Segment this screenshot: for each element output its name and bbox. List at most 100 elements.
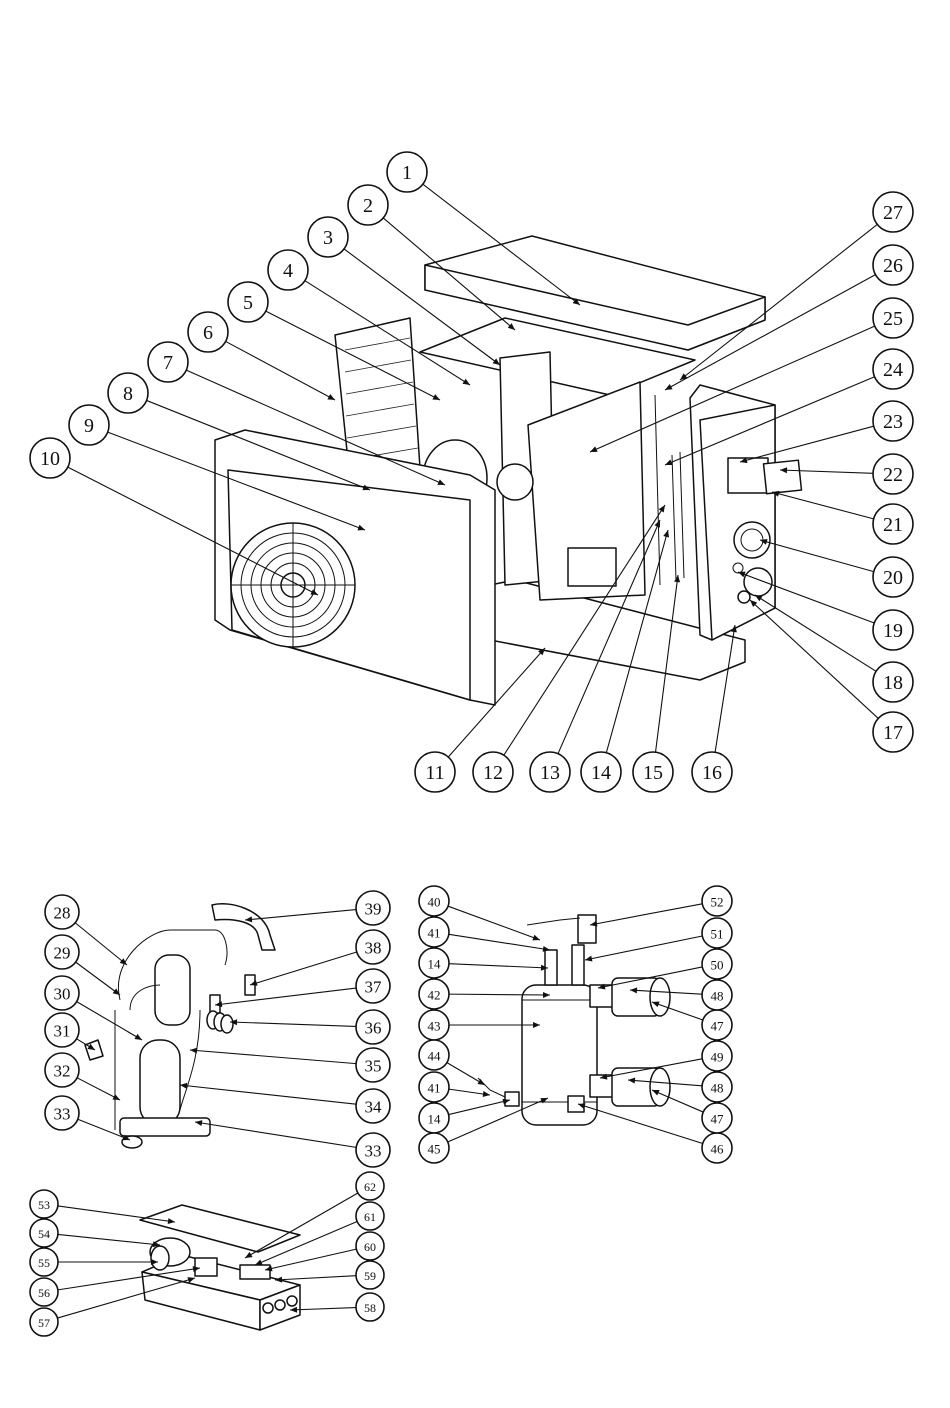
leader-line [275, 1276, 356, 1280]
leader-line [77, 1078, 120, 1100]
callout-1: 1 [387, 152, 427, 192]
callout-21: 21 [873, 504, 913, 544]
callout-number: 47 [711, 1112, 725, 1127]
leader-line [76, 962, 120, 995]
callout-number: 38 [365, 939, 382, 958]
callout-20: 20 [873, 557, 913, 597]
controller-box [728, 458, 768, 493]
side-panel-front [700, 405, 775, 640]
callout-number: 2 [363, 195, 373, 217]
callout-16: 16 [692, 752, 732, 792]
leader-line [245, 910, 356, 920]
callout-number: 22 [883, 464, 903, 486]
capacitor-55 [151, 1246, 169, 1270]
callout-number: 29 [54, 944, 71, 963]
callout-number: 37 [365, 978, 383, 997]
callout-number: 14 [428, 1112, 442, 1127]
sensor-wire [527, 918, 580, 925]
leader-line [195, 1122, 356, 1147]
leader-line [449, 964, 548, 968]
leader-arrow [462, 379, 470, 385]
callout-number: 13 [540, 762, 560, 784]
callout-number: 26 [883, 255, 903, 277]
leader-line [760, 540, 874, 572]
callout-number: 41 [428, 1081, 441, 1096]
callout-number: 35 [365, 1057, 382, 1076]
fan-grille [231, 523, 355, 647]
callout-number: 62 [364, 1180, 376, 1194]
callout-number: 56 [38, 1286, 50, 1300]
leader-arrow [532, 935, 540, 941]
leader-line [448, 906, 540, 940]
callout-number: 14 [428, 957, 442, 972]
callout-3: 3 [308, 217, 348, 257]
sensor-52 [578, 915, 596, 943]
callout-42: 42 [419, 979, 449, 1009]
callout-number: 43 [428, 1019, 441, 1034]
callout-8: 8 [108, 373, 148, 413]
callout-47: 47 [702, 1103, 732, 1133]
heat-exchanger-drawing [478, 915, 670, 1125]
callout-number: 33 [365, 1142, 382, 1161]
leader-line [77, 1002, 142, 1040]
callout-41: 41 [419, 1072, 449, 1102]
leader-line [250, 952, 357, 985]
leader-line [226, 341, 335, 400]
callout-56: 56 [30, 1278, 58, 1306]
callout-48: 48 [702, 980, 732, 1010]
callout-44: 44 [419, 1040, 449, 1070]
callout-54: 54 [30, 1219, 58, 1247]
leader-line [75, 923, 127, 965]
callout-number: 14 [591, 762, 611, 784]
compressor-top [155, 955, 190, 1025]
leader-arrow [483, 1091, 490, 1097]
callout-62: 62 [356, 1172, 384, 1200]
lower-union-mouth [650, 1068, 670, 1106]
callout-19: 19 [873, 610, 913, 650]
leader-line [585, 936, 702, 960]
callout-number: 39 [365, 900, 382, 919]
callout-33: 33 [45, 1096, 79, 1130]
callout-number: 42 [428, 988, 441, 1003]
callout-60: 60 [356, 1232, 384, 1260]
callout-number: 48 [711, 989, 724, 1004]
callout-number: 21 [883, 514, 903, 536]
callout-34: 34 [356, 1089, 390, 1123]
leader-line [215, 988, 356, 1005]
callout-number: 6 [203, 322, 213, 344]
leader-line [230, 1022, 356, 1026]
relay-56 [195, 1258, 217, 1276]
callout-31: 31 [45, 1013, 79, 1047]
callout-number: 41 [428, 926, 441, 941]
leader-line [449, 1100, 510, 1115]
callout-number: 23 [883, 411, 903, 433]
callout-number: 12 [483, 762, 503, 784]
coil-36 [207, 1011, 233, 1033]
callout-50: 50 [702, 949, 732, 979]
callout-27: 27 [873, 192, 913, 232]
leader-arrow [180, 1083, 187, 1089]
callout-10: 10 [30, 438, 70, 478]
callout-number: 11 [425, 762, 444, 784]
callout-number: 49 [711, 1050, 724, 1065]
callout-number: 55 [38, 1256, 50, 1270]
callout-layer: 1234567891011121314151617181920212223242… [30, 152, 913, 1336]
callout-28: 28 [45, 895, 79, 929]
callout-13: 13 [530, 752, 570, 792]
controller-cover [764, 460, 802, 493]
callout-37: 37 [356, 969, 390, 1003]
callout-number: 1 [402, 162, 412, 184]
leader-line [58, 1234, 160, 1245]
callout-number: 40 [428, 895, 441, 910]
fan-motor [497, 464, 533, 500]
callout-number: 32 [54, 1062, 71, 1081]
callout-number: 57 [38, 1316, 50, 1330]
callout-35: 35 [356, 1048, 390, 1082]
callout-59: 59 [356, 1261, 384, 1289]
callout-12: 12 [473, 752, 513, 792]
drain-nozzle [738, 591, 750, 603]
callout-9: 9 [69, 405, 109, 445]
callout-39: 39 [356, 891, 390, 925]
